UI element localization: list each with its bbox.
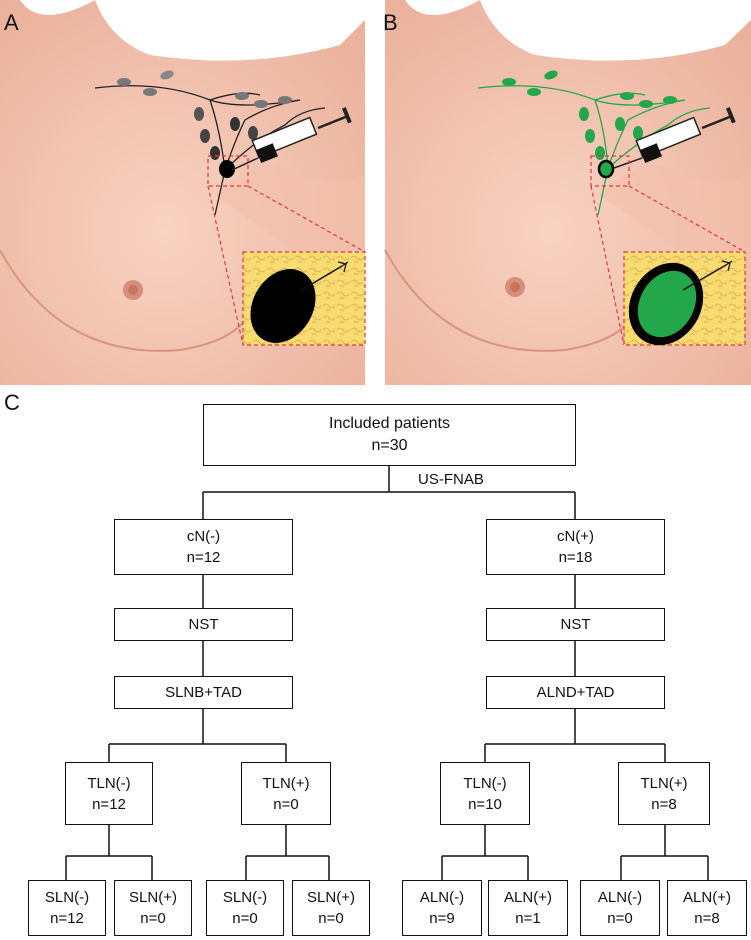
- tln-count: n=12: [92, 795, 126, 813]
- lymph-nodes-a: [117, 70, 292, 178]
- root-box: Included patients n=30: [203, 404, 576, 466]
- lymph-chain-b: [477, 85, 711, 216]
- syringe-a: [231, 107, 352, 171]
- leaf-box: SLN(-) n=0: [206, 880, 284, 936]
- panel-label-b: B: [383, 10, 398, 35]
- root-title: Included patients: [329, 415, 450, 432]
- split-label: US-FNAB: [418, 471, 484, 488]
- tln-count: n=8: [651, 795, 677, 813]
- tln-box-neg-right: TLN(-) n=10: [440, 762, 530, 825]
- group-title: cN(+): [556, 528, 595, 545]
- leaf-title: SLN(+): [307, 889, 355, 906]
- leaf-count: n=0: [607, 910, 633, 927]
- tln-box-neg-left: TLN(-) n=12: [65, 762, 153, 825]
- step-box-nst-left: NST: [114, 608, 293, 641]
- step-box-nst-right: NST: [486, 608, 665, 641]
- leaf-count: n=1: [515, 910, 541, 927]
- group-count: n=18: [558, 549, 593, 566]
- tln-title: TLN(+): [640, 774, 688, 792]
- tln-box-pos-right: TLN(+) n=8: [618, 762, 710, 825]
- tln-count: n=10: [468, 795, 502, 813]
- step-label: SLNB+TAD: [165, 684, 242, 701]
- leaf-count: n=0: [318, 910, 344, 927]
- leaf-title: ALN(-): [597, 889, 643, 906]
- tln-title: TLN(-): [463, 774, 507, 792]
- leaf-box: SLN(+) n=0: [292, 880, 370, 936]
- step-box-slnb-tad: SLNB+TAD: [114, 676, 293, 709]
- leaf-title: ALN(+): [504, 889, 552, 906]
- group-box-cn-pos: cN(+) n=18: [486, 519, 665, 575]
- lymph-nodes-b: [502, 70, 677, 179]
- leaf-count: n=12: [50, 910, 84, 927]
- leaf-title: ALN(+): [683, 889, 731, 906]
- tln-title: TLN(+): [262, 774, 310, 792]
- leaf-title: SLN(+): [129, 889, 177, 906]
- leaf-box: ALN(+) n=1: [488, 880, 568, 936]
- group-title: cN(-): [186, 528, 221, 545]
- leaf-box: ALN(+) n=8: [667, 880, 747, 936]
- leaf-title: ALN(-): [419, 889, 465, 906]
- leaf-box: ALN(-) n=9: [402, 880, 482, 936]
- step-label: NST: [560, 616, 591, 633]
- leaf-box: SLN(+) n=0: [114, 880, 192, 936]
- leaf-box: ALN(-) n=0: [580, 880, 660, 936]
- leaf-count: n=8: [694, 910, 720, 927]
- step-label: NST: [188, 616, 219, 633]
- leaf-count: n=9: [429, 910, 455, 927]
- group-count: n=12: [186, 549, 221, 566]
- tln-count: n=0: [273, 795, 299, 813]
- step-label: ALND+TAD: [536, 684, 615, 701]
- panel-label-a: A: [4, 10, 19, 35]
- tln-box-pos-left: TLN(+) n=0: [241, 762, 331, 825]
- leaf-count: n=0: [140, 910, 166, 927]
- tln-title: TLN(-): [87, 774, 131, 792]
- zoom-inset-a: [207, 155, 366, 346]
- syringe-b: [613, 107, 736, 169]
- leaf-box: SLN(-) n=12: [28, 880, 106, 936]
- step-box-alnd-tad: ALND+TAD: [486, 676, 665, 709]
- leaf-count: n=0: [232, 910, 258, 927]
- zoom-inset-b: [590, 155, 746, 346]
- group-box-cn-neg: cN(-) n=12: [114, 519, 293, 575]
- leaf-title: SLN(-): [44, 889, 90, 906]
- panel-label-c: C: [4, 390, 20, 415]
- leaf-title: SLN(-): [222, 889, 268, 906]
- root-count: n=30: [371, 437, 408, 454]
